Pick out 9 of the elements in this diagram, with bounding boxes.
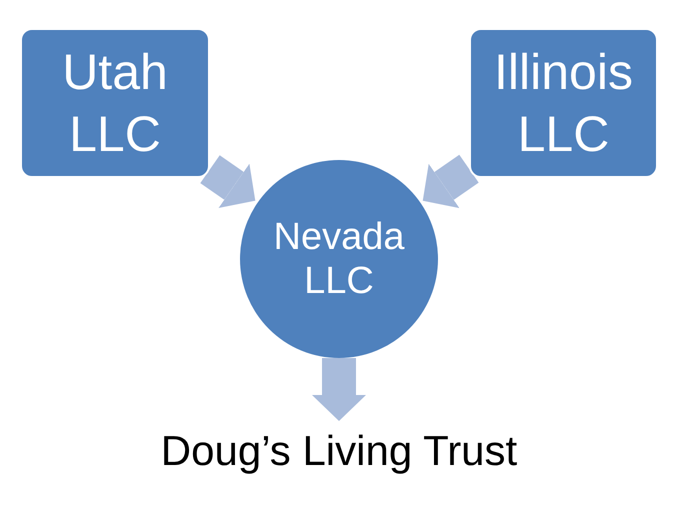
- block-arrow: [312, 358, 366, 421]
- rounded-box: [469, 28, 658, 178]
- rounded-box: [20, 28, 210, 178]
- block-arrow: [422, 154, 479, 208]
- circle-label: Nevada LLC: [274, 215, 404, 303]
- box-label: Utah LLC: [61, 43, 169, 164]
- node-text: Doug’s Living Trust: [160, 424, 518, 478]
- box-label: Illinois LLC: [493, 43, 634, 164]
- block-arrow: [200, 155, 256, 208]
